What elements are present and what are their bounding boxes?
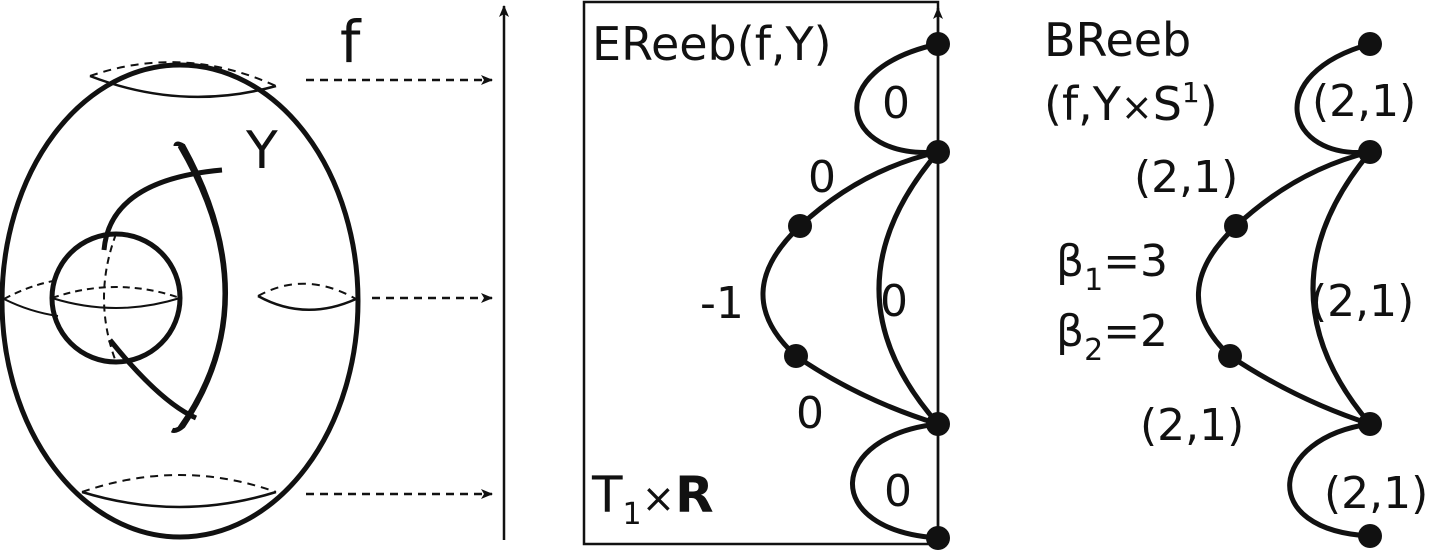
map-arrows: f bbox=[306, 5, 509, 540]
breeb-title-line1: BReeb bbox=[1044, 13, 1191, 67]
mid-level-set-right-front bbox=[257, 294, 357, 312]
ereeb-edge-left-arc bbox=[760, 224, 802, 358]
mid-level-set-right-back bbox=[257, 282, 357, 300]
breeb-edge-upper-left bbox=[1234, 149, 1371, 228]
ereeb-edge-upper-left bbox=[798, 149, 939, 228]
map-label: f bbox=[340, 8, 362, 76]
subset-y-inner-arc bbox=[101, 167, 223, 251]
breeb-label-upper-left: (2,1) bbox=[1134, 152, 1238, 203]
betti-2-value: =2 bbox=[1103, 306, 1168, 357]
ereeb-vertex bbox=[784, 344, 808, 368]
sphere-equator-front bbox=[51, 297, 181, 309]
betti-1-value: =3 bbox=[1103, 236, 1168, 287]
ereeb-vertex bbox=[788, 214, 812, 238]
ereeb-label-bottom-loop: 0 bbox=[884, 466, 912, 517]
sphere-equator-back bbox=[51, 286, 181, 299]
sphere-meridian-back bbox=[103, 233, 117, 363]
breeb-label-top-loop: (2,1) bbox=[1312, 76, 1416, 127]
breeb-title-s: S bbox=[1153, 77, 1182, 131]
breeb-vertex bbox=[1218, 344, 1242, 368]
subset-y-inner-arc-lower bbox=[108, 338, 198, 421]
breeb-vertex bbox=[1358, 140, 1382, 164]
betti-2-sub: 2 bbox=[1084, 333, 1103, 368]
ereeb-edge-lower-left bbox=[794, 353, 939, 427]
breeb-label-right-arc: (2,1) bbox=[1310, 276, 1414, 327]
sphere bbox=[49, 231, 183, 365]
base-t: T bbox=[591, 466, 623, 524]
breeb-vertex bbox=[1358, 524, 1382, 548]
breeb-vertex bbox=[1224, 214, 1248, 238]
ereeb-label-upper-left: 0 bbox=[808, 152, 836, 203]
breeb-label-bottom-loop: (2,1) bbox=[1324, 468, 1428, 519]
breeb-title-open: (f,Y bbox=[1044, 77, 1122, 131]
betti-1-beta: β bbox=[1056, 236, 1084, 287]
ereeb-panel: EReeb(f,Y) 0 0 -1 0 0 0 T1×R bbox=[582, 0, 950, 550]
breeb-edge-bottom-loop bbox=[1287, 421, 1371, 539]
betti-1: β1=3 bbox=[1056, 236, 1168, 298]
ereeb-vertex bbox=[926, 140, 950, 164]
top-level-set-front bbox=[89, 74, 277, 99]
breeb-title-close: ) bbox=[1200, 77, 1218, 131]
subset-y-outer-arc-line bbox=[177, 144, 228, 430]
breeb-vertex bbox=[1358, 412, 1382, 436]
outer-surface bbox=[0, 62, 361, 540]
breeb-edge-right-arc bbox=[1310, 150, 1372, 426]
ereeb-base-label: T1×R bbox=[591, 466, 714, 532]
breeb-label-lower-left: (2,1) bbox=[1140, 400, 1244, 451]
breeb-edge-left-arc bbox=[1196, 224, 1238, 358]
breeb-title-line2: (f,Y×S1) bbox=[1044, 76, 1218, 131]
breeb-vertex bbox=[1358, 32, 1382, 56]
base-r: R bbox=[675, 466, 714, 524]
ereeb-title: EReeb(f,Y) bbox=[592, 17, 832, 71]
ereeb-edge-bottom-loop bbox=[850, 421, 939, 541]
base-times: × bbox=[642, 476, 676, 522]
betti-1-sub: 1 bbox=[1084, 263, 1103, 298]
breeb-panel: BReeb (f,Y×S1) (2,1) (2,1) (2,1) (2,1) (… bbox=[1044, 13, 1428, 548]
ereeb-label-left-arc: -1 bbox=[700, 278, 744, 329]
ereeb-vertex bbox=[926, 526, 950, 550]
ereeb-label-top-loop: 0 bbox=[882, 78, 910, 129]
breeb-edge-lower-left bbox=[1228, 353, 1371, 427]
betti-2: β2=2 bbox=[1056, 306, 1168, 368]
ereeb-vertex bbox=[926, 32, 950, 56]
betti-2-beta: β bbox=[1056, 306, 1084, 357]
surface-panel: Y bbox=[0, 61, 361, 540]
subset-label: Y bbox=[245, 121, 278, 181]
ereeb-edge-right-arc bbox=[876, 150, 940, 426]
breeb-edge-top-loop bbox=[1294, 41, 1371, 155]
breeb-title-times: × bbox=[1121, 85, 1153, 129]
breeb-title-sup: 1 bbox=[1182, 76, 1200, 109]
bottom-level-set-back bbox=[81, 474, 277, 493]
ereeb-edge-top-loop bbox=[854, 41, 939, 155]
base-sub: 1 bbox=[623, 497, 642, 532]
ereeb-label-right-arc: 0 bbox=[880, 276, 908, 327]
ereeb-label-lower-left: 0 bbox=[796, 388, 824, 439]
ereeb-vertex bbox=[926, 412, 950, 436]
bottom-level-set-front bbox=[81, 490, 277, 509]
